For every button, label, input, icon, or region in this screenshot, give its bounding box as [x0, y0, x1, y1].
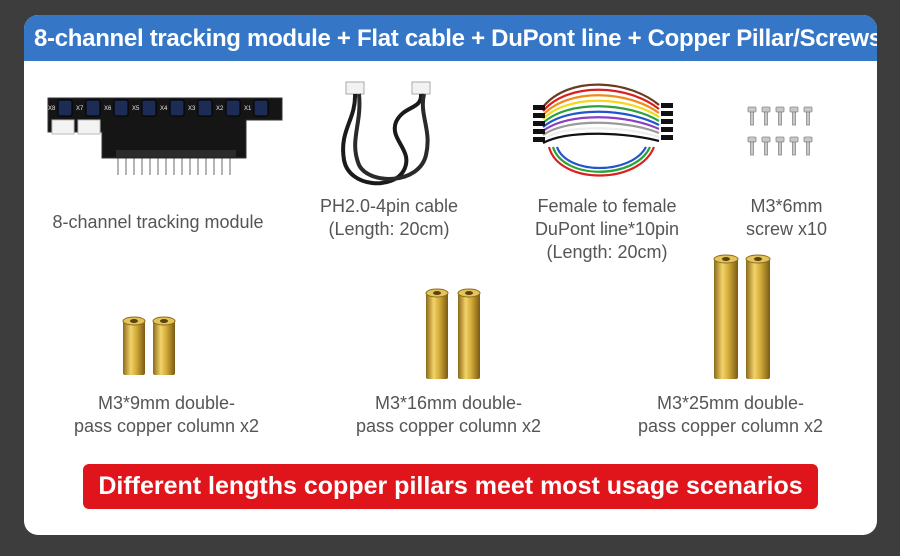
sensor-label: X2	[216, 106, 224, 112]
medium-pillars-image	[425, 288, 481, 379]
label-short-pillars: M3*9mm double- pass copper column x2	[73, 393, 260, 436]
sensor-label: X7	[76, 106, 84, 112]
label-medium-pillars: M3*16mm double- pass copper column x2	[355, 393, 542, 436]
sensor-label: X1	[244, 106, 252, 112]
usage-banner: Different lengths copper pillars meet mo…	[83, 464, 818, 509]
sensor-label: X5	[132, 106, 140, 112]
ph-cable-image	[341, 81, 431, 186]
product-card: 8-channel tracking module + Flat cable +…	[24, 15, 877, 535]
sensor-label: X4	[160, 106, 168, 112]
tracking-module-image: X8 X7 X6 X5 X4 X3 X2 X1	[47, 97, 283, 175]
long-pillars-image	[713, 254, 771, 379]
banner-text: Different lengths copper pillars meet mo…	[98, 472, 803, 500]
sensor-label: X3	[188, 106, 196, 112]
sensor-label: X8	[48, 106, 56, 112]
dupont-wires-image	[533, 83, 673, 177]
label-long-pillars: M3*25mm double- pass copper column x2	[637, 393, 824, 436]
label-ph-cable: PH2.0-4pin cable (Length: 20cm)	[319, 196, 459, 239]
label-screws: M3*6mm screw x10	[745, 196, 828, 239]
sensor-label: X6	[104, 106, 112, 112]
header-title: 8-channel tracking module + Flat cable +…	[34, 25, 877, 52]
short-pillars-image	[122, 316, 176, 375]
label-tracking-module: 8-channel tracking module	[52, 212, 264, 232]
header-bar: 8-channel tracking module + Flat cable +…	[24, 15, 877, 61]
screws-image	[747, 106, 813, 156]
label-dupont-line: Female to female DuPont line*10pin (Leng…	[534, 196, 680, 262]
